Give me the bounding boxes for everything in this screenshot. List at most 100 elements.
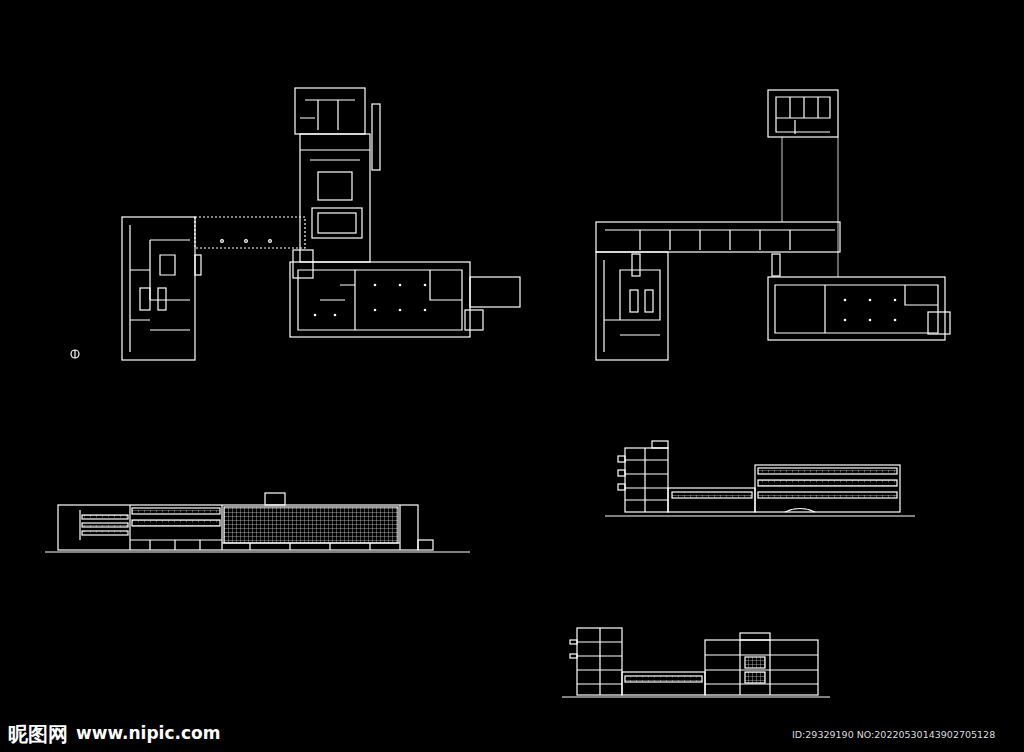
ground-floor-plan-part — [318, 172, 352, 200]
ground-floor-plan-part — [470, 277, 520, 307]
ground-floor-plan-part — [122, 217, 195, 360]
ground-floor-plan-part-part — [424, 284, 427, 287]
east-elevation-part — [605, 515, 915, 516]
east-elevation-part — [652, 441, 668, 448]
ground-floor-plan-part — [465, 310, 483, 330]
upper-floor-plan — [596, 90, 950, 360]
ground-floor-plan-part — [158, 288, 166, 310]
south-elevation-part — [80, 505, 400, 550]
south-elevation-part — [58, 505, 418, 550]
building-section-part — [705, 640, 818, 695]
ground-floor-plan-part — [300, 150, 370, 160]
upper-floor-plan-part — [632, 254, 640, 276]
ground-floor-plan-part — [314, 284, 427, 317]
upper-floor-plan-part-part — [894, 299, 897, 302]
upper-floor-plan-part-part — [844, 299, 847, 302]
east-elevation-part — [755, 465, 900, 512]
ground-floor-plan-part-part — [399, 309, 402, 312]
south-elevation-part — [418, 540, 433, 550]
south-elevation-part — [82, 523, 128, 527]
east-elevation-part — [618, 456, 625, 462]
building-section-part — [745, 657, 765, 668]
building-section — [562, 628, 830, 697]
ground-floor-plan-part-part — [334, 314, 337, 317]
building-section-part — [622, 672, 705, 695]
ground-floor-plan — [71, 88, 520, 360]
east-elevation-part — [625, 448, 668, 512]
upper-floor-plan-part-part — [844, 319, 847, 322]
east-elevation — [605, 441, 915, 516]
ground-floor-plan-part — [298, 270, 462, 330]
ground-floor-plan-part — [300, 134, 370, 262]
ground-floor-plan-part-part — [374, 309, 377, 312]
watermark-url: www.nipic.com — [76, 723, 220, 743]
upper-floor-plan-part — [605, 230, 835, 250]
south-elevation-part — [82, 515, 128, 519]
east-elevation-part — [785, 509, 815, 513]
ground-floor-plan-part — [195, 255, 201, 275]
south-elevation-part — [132, 520, 220, 526]
east-elevation-part — [668, 488, 755, 512]
east-elevation-part — [618, 470, 625, 476]
upper-floor-plan-part — [772, 254, 780, 276]
ground-floor-plan-part — [300, 100, 355, 130]
upper-floor-plan-part — [776, 97, 830, 134]
ground-floor-plan-part — [245, 240, 248, 243]
upper-floor-plan-part-part — [894, 319, 897, 322]
south-elevation-part — [130, 540, 222, 550]
ground-floor-plan-part — [295, 88, 365, 134]
ground-floor-plan-part — [74, 350, 75, 358]
east-elevation-part — [618, 484, 625, 490]
ground-floor-plan-part-part — [374, 284, 377, 287]
upper-floor-plan-part — [775, 285, 938, 333]
building-section-part — [740, 633, 770, 640]
ground-floor-plan-part — [293, 250, 313, 278]
building-section-part — [562, 696, 830, 697]
upper-floor-plan-part — [782, 137, 838, 277]
ground-floor-plan-part — [140, 288, 150, 310]
south-elevation-part — [45, 551, 470, 552]
upper-floor-plan-part-part — [869, 299, 872, 302]
south-elevation-part — [82, 531, 128, 535]
east-elevation-part — [758, 492, 897, 498]
building-section-part — [577, 628, 622, 695]
ground-floor-plan-part — [290, 262, 470, 337]
upper-floor-plan-part — [768, 277, 945, 340]
image-id: ID:29329190 NO:20220530143902705128 — [792, 729, 995, 740]
south-elevation-part — [222, 543, 400, 550]
east-elevation-part — [672, 492, 752, 498]
south-elevation — [45, 493, 470, 552]
upper-floor-plan-part — [596, 252, 668, 360]
north-arrow — [71, 350, 79, 358]
building-section-part — [625, 676, 702, 682]
east-elevation-part — [625, 448, 668, 512]
south-elevation-part — [265, 493, 285, 505]
upper-floor-plan-part — [596, 222, 840, 252]
ground-floor-plan-part — [372, 104, 380, 170]
ground-floor-plan-part — [195, 217, 305, 248]
ground-floor-plan-part-part — [424, 309, 427, 312]
ground-floor-plan-part — [269, 240, 272, 243]
building-section-part — [570, 654, 577, 658]
ground-floor-plan-part — [318, 213, 356, 233]
east-elevation-part — [758, 468, 897, 474]
upper-floor-plan-part — [768, 90, 838, 137]
ground-floor-plan-part — [130, 225, 190, 352]
ground-floor-plan-part-part — [399, 284, 402, 287]
upper-floor-plan-part — [844, 299, 897, 322]
upper-floor-plan-part — [928, 312, 950, 334]
ground-floor-plan-part-part — [314, 314, 317, 317]
building-section-part — [705, 640, 818, 695]
building-section-part — [577, 628, 622, 695]
watermark-logo: 昵图网 — [8, 721, 68, 748]
upper-floor-plan-part — [645, 290, 653, 312]
building-section-part — [745, 672, 765, 683]
upper-floor-plan-part-part — [869, 319, 872, 322]
ground-floor-plan-part — [312, 208, 362, 238]
south-elevation-part — [132, 508, 220, 514]
ground-floor-plan-part — [221, 240, 224, 243]
east-elevation-part — [758, 480, 897, 486]
building-section-part — [570, 640, 577, 644]
upper-floor-plan-part — [630, 290, 638, 312]
